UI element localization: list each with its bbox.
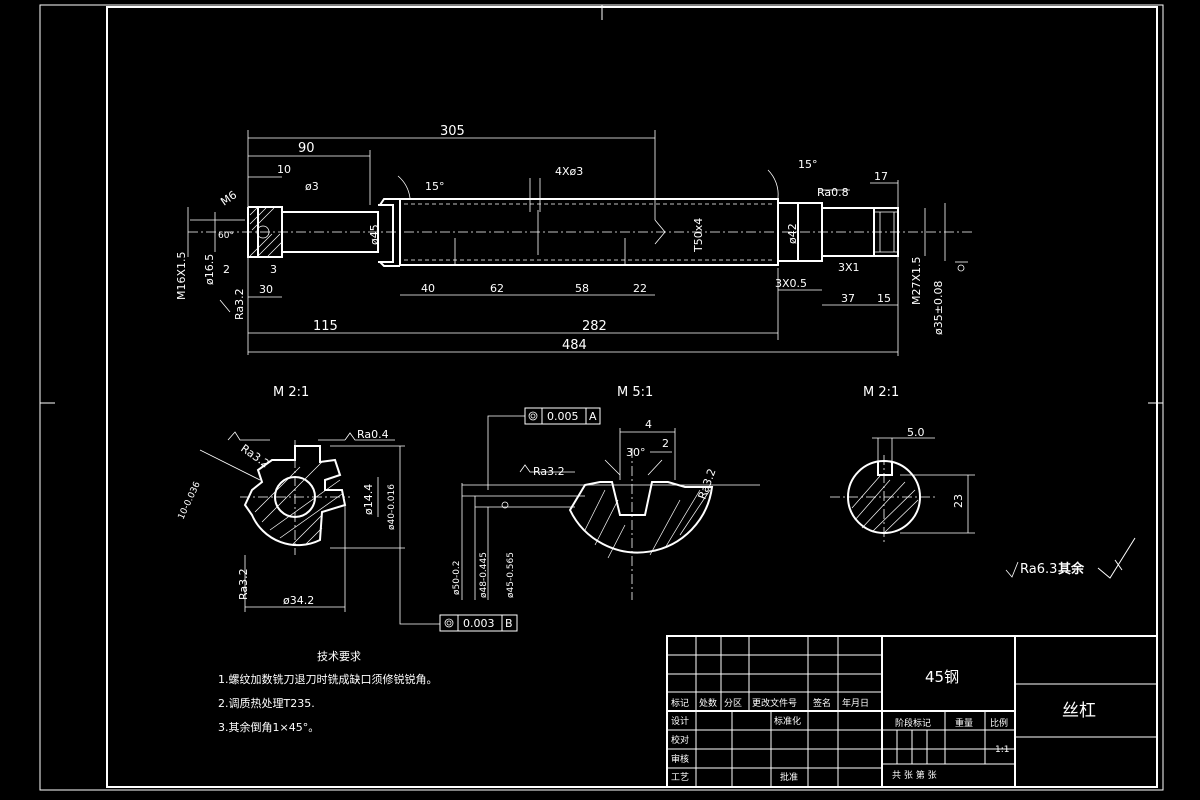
detail-c-section bbox=[830, 437, 975, 545]
shaft-main-view bbox=[188, 198, 975, 267]
col-count: 处数 bbox=[699, 697, 717, 709]
tech-req-title: 技术要求 bbox=[317, 650, 361, 663]
dim-2: 2 bbox=[223, 263, 230, 276]
col-signature: 签名 bbox=[813, 697, 831, 709]
dim-115: 115 bbox=[313, 319, 338, 334]
title-block bbox=[666, 635, 1158, 788]
tech-req-item-1: 1.螺纹加数铣刀退刀时铣成缺口须修锐锐角。 bbox=[218, 672, 438, 686]
detail-a-phi34-2: ø34.2 bbox=[283, 594, 314, 607]
roughness-value: Ra6.3 bbox=[1020, 562, 1057, 577]
scale-label-c: M 2:1 bbox=[863, 385, 899, 400]
fcf-b-value: 0.003 bbox=[463, 617, 495, 630]
dim-10: 10 bbox=[277, 163, 291, 176]
roughness-label: 其余 bbox=[1058, 561, 1085, 577]
detail-b-section bbox=[399, 407, 760, 632]
detail-a-ra32: Ra3.2 bbox=[238, 442, 271, 471]
sheets-label: 共 张 第 张 bbox=[892, 769, 937, 781]
drawing-frame bbox=[39, 4, 1164, 791]
dim-phi35: ø35±0.08 bbox=[932, 281, 945, 335]
dim-15: 15 bbox=[877, 292, 891, 305]
dim-phi45: ø45 bbox=[368, 224, 381, 245]
dim-ra08: Ra0.8 bbox=[817, 186, 849, 199]
scale-label-b: M 5:1 bbox=[617, 385, 653, 400]
fcf-b-ref: B bbox=[505, 617, 513, 630]
dim-484: 484 bbox=[562, 338, 587, 353]
detail-c-dim-5: 5.0 bbox=[907, 426, 925, 439]
dim-37: 37 bbox=[841, 292, 855, 305]
dim-3x1: 3X1 bbox=[838, 261, 860, 274]
row-design: 设计 bbox=[671, 715, 689, 727]
detail-a-section bbox=[199, 431, 405, 612]
detail-b-phi48: ø48-0.445 bbox=[479, 552, 489, 598]
detail-b-dim-4: 4 bbox=[645, 418, 652, 431]
dim-phi16-5: ø16.5 bbox=[203, 254, 216, 285]
detail-b-ra32-right: Ra3.2 bbox=[696, 467, 719, 501]
row-check: 校对 bbox=[671, 734, 689, 746]
detail-b-phi45: ø45-0.565 bbox=[506, 552, 516, 598]
dim-305: 305 bbox=[440, 124, 465, 139]
fcf-a-value: 0.005 bbox=[547, 410, 579, 423]
stage-mark-label: 阶段标记 bbox=[895, 717, 931, 729]
dim-40: 40 bbox=[421, 282, 435, 295]
material-label: 45钢 bbox=[925, 668, 959, 686]
dim-m16: M16X1.5 bbox=[175, 251, 188, 300]
dim-282: 282 bbox=[582, 319, 607, 334]
col-change-doc: 更改文件号 bbox=[752, 697, 797, 709]
dim-4x-holes: 4Xø3 bbox=[555, 165, 583, 178]
dim-15-right: 15° bbox=[798, 158, 818, 171]
dim-60: 60° bbox=[218, 231, 234, 241]
col-mark: 标记 bbox=[671, 697, 689, 709]
row-process: 工艺 bbox=[671, 772, 689, 783]
detail-b-phi50: ø50-0.2 bbox=[452, 560, 462, 595]
dim-17: 17 bbox=[874, 170, 888, 183]
main-dimension-lines bbox=[187, 130, 968, 356]
detail-c-labels: 5.0 23 bbox=[907, 426, 965, 508]
detail-c-dim-23: 23 bbox=[952, 494, 965, 508]
part-name: 丝杠 bbox=[1062, 701, 1096, 721]
detail-a-phi40: ø40-0.016 bbox=[387, 484, 397, 530]
detail-b-angle-30: 30° bbox=[626, 446, 646, 459]
view-scale-labels: M 2:1 M 5:1 M 2:1 bbox=[273, 385, 899, 400]
detail-a-ra32-b: Ra3.2 bbox=[237, 568, 250, 600]
tech-req-item-3: 3.其余倒角1×45°。 bbox=[218, 720, 319, 734]
dim-62: 62 bbox=[490, 282, 504, 295]
dim-58: 58 bbox=[575, 282, 589, 295]
detail-a-phi14-4: ø14.4 bbox=[362, 484, 375, 515]
dim-3: 3 bbox=[270, 263, 277, 276]
dim-phi42: ø42 bbox=[786, 223, 799, 244]
scale-value: 1:1 bbox=[995, 745, 1009, 755]
dim-m27: M27X1.5 bbox=[910, 256, 923, 305]
dim-15-left: 15° bbox=[425, 180, 445, 193]
title-block-labels: 45钢 丝杠 标记 处数 分区 更改文件号 签名 年月日 设计 校对 审核 工艺… bbox=[671, 668, 1096, 783]
dim-22: 22 bbox=[633, 282, 647, 295]
dim-phi3: ø3 bbox=[305, 180, 319, 193]
row-review: 审核 bbox=[671, 753, 689, 765]
dim-30: 30 bbox=[259, 283, 273, 296]
detail-b-ra32: Ra3.2 bbox=[533, 465, 565, 478]
scale-label: 比例 bbox=[990, 717, 1008, 729]
detail-a-ra04: Ra0.4 bbox=[357, 428, 389, 441]
dim-t50: T50x4 bbox=[692, 218, 705, 253]
detail-b-dim-2: 2 bbox=[662, 437, 669, 450]
detail-a-tolerance: 10-0.036 bbox=[177, 480, 203, 521]
dim-m6: M6 bbox=[218, 188, 239, 208]
scale-label-a: M 2:1 bbox=[273, 385, 309, 400]
dim-ra32-left: Ra3.2 bbox=[233, 288, 246, 320]
tech-req-item-2: 2.调质热处理T235. bbox=[218, 697, 315, 710]
roughness-note: Ra6.3 其余 bbox=[1005, 537, 1136, 579]
detail-b-labels: 0.005 A Ra3.2 4 30° 2 Ra3.2 ø50-0.2 ø48-… bbox=[452, 410, 719, 630]
standardization-label: 标准化 bbox=[774, 715, 801, 727]
technical-requirements: 技术要求 1.螺纹加数铣刀退刀时铣成缺口须修锐锐角。 2.调质热处理T235. … bbox=[218, 650, 438, 734]
dim-3x0-5: 3X0.5 bbox=[775, 277, 807, 290]
weight-label: 重量 bbox=[955, 717, 973, 729]
main-dimension-labels: 305 90 10 ø3 M6 60° 15° 4Xø3 15° Ra0.8 1… bbox=[175, 124, 945, 353]
col-date: 年月日 bbox=[842, 697, 869, 709]
dim-90: 90 bbox=[298, 141, 315, 156]
col-zone: 分区 bbox=[724, 698, 742, 709]
approve-label: 批准 bbox=[780, 771, 798, 783]
fcf-a-ref: A bbox=[589, 410, 597, 423]
